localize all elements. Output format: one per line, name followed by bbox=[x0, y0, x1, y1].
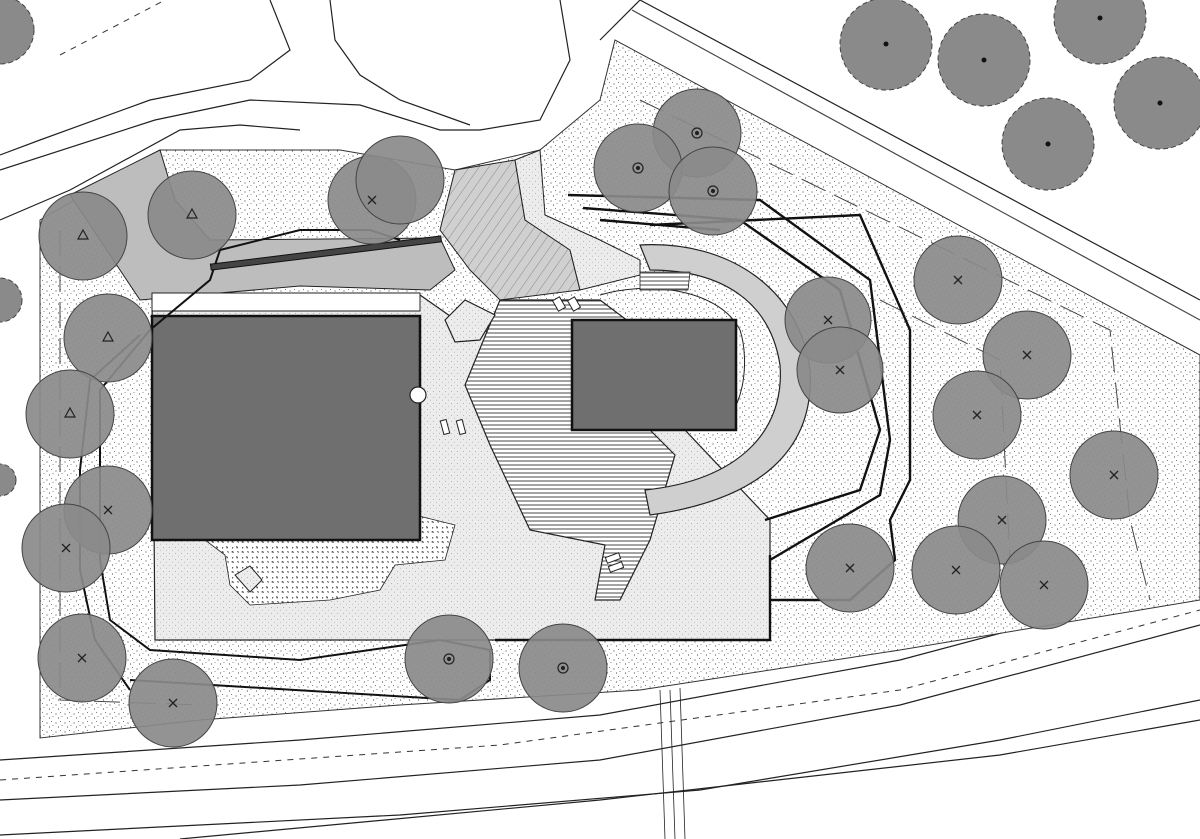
road-dashed-centerline bbox=[0, 0, 1200, 781]
planter-box-small bbox=[234, 565, 263, 593]
ramp-light bbox=[514, 149, 641, 291]
benches bbox=[439, 296, 625, 573]
tree-triangle-symbol bbox=[63, 207, 199, 418]
retaining-wall bbox=[209, 235, 443, 271]
circular-pavilion bbox=[570, 244, 811, 516]
planter-box bbox=[444, 299, 496, 343]
main-building bbox=[150, 292, 427, 542]
tree-ring-symbol bbox=[443, 127, 719, 674]
trees-evergreen bbox=[25, 170, 237, 459]
tree-dot-symbol bbox=[883, 15, 1163, 147]
tree-x-symbol bbox=[61, 195, 1119, 708]
